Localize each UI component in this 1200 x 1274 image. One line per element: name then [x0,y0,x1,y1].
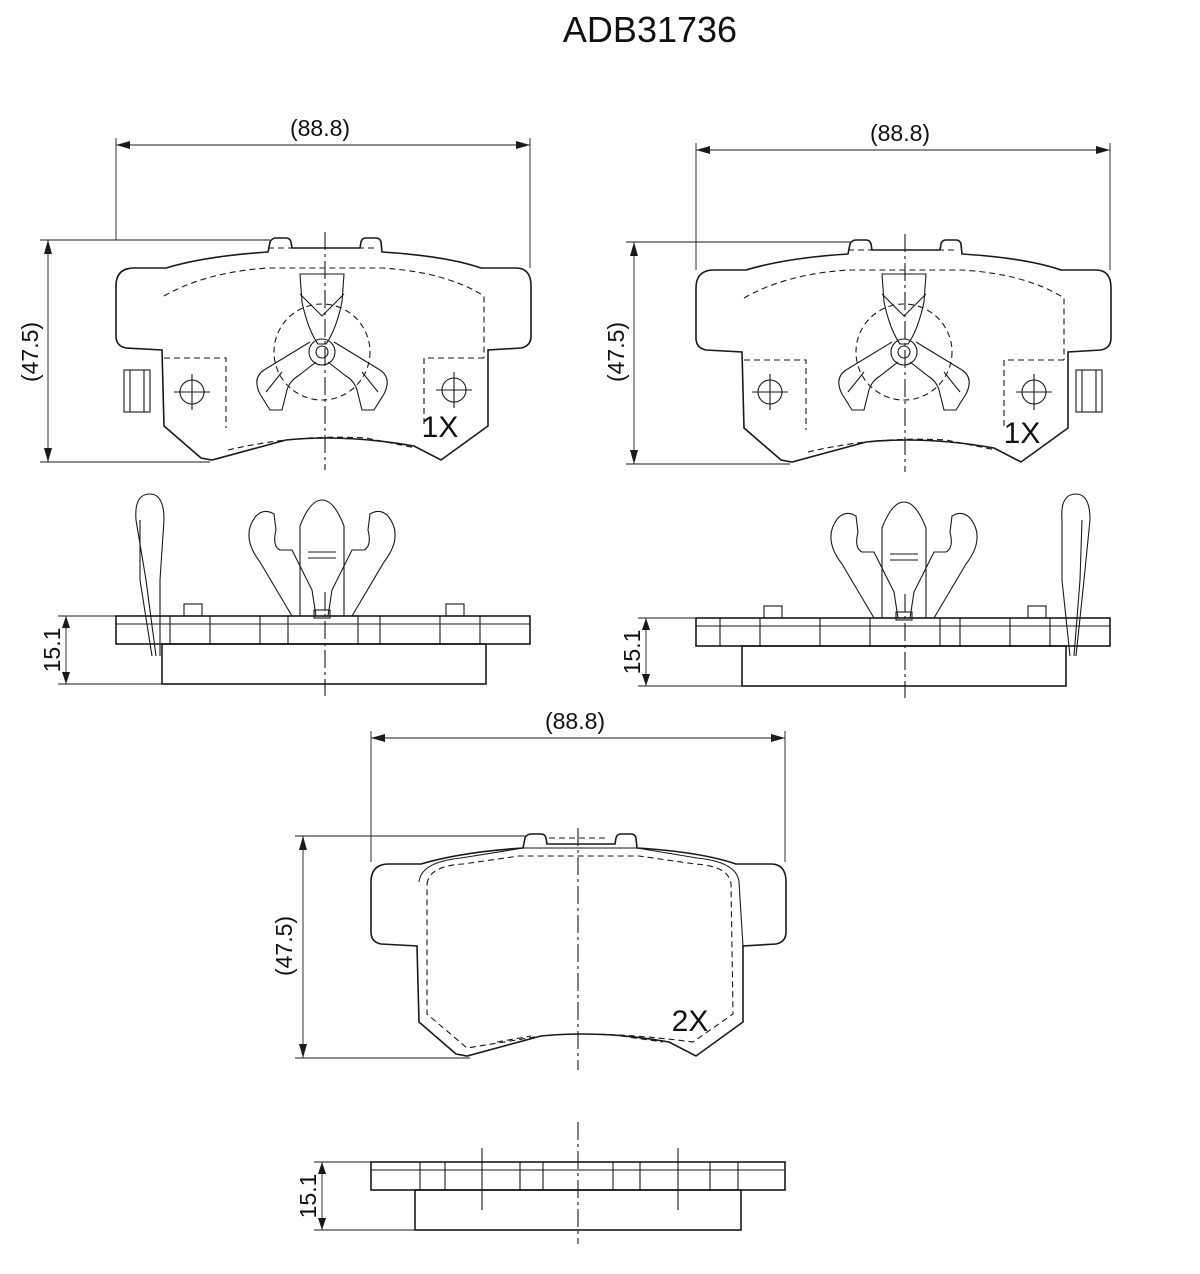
part-number-title: ADB31736 [563,9,737,50]
thickness-label: 15.1 [619,630,645,675]
width-label: (88.8) [870,120,930,146]
height-dimension: (47.5) [603,241,852,465]
thickness-dimension: 15.1 [39,615,162,685]
pad-bottom-side-view: 15.1 [295,1122,786,1244]
pad-right-top-view: (88.8) (47.5) 1X [603,120,1112,472]
thickness-dimension: 15.1 [619,617,742,687]
quantity-label: 1X [1004,417,1041,450]
height-dimension: (47.5) [17,239,270,463]
height-label: (47.5) [271,916,297,976]
height-label: (47.5) [17,322,43,382]
thickness-label: 15.1 [39,628,65,673]
width-dimension: (88.8) [695,120,1111,270]
height-dimension: (47.5) [271,835,526,1059]
width-dimension: (88.8) [370,708,786,862]
width-label: (88.8) [545,708,605,734]
quantity-label: 2X [672,1005,709,1038]
pad-right-side-view: 15.1 [619,493,1111,698]
pad-left-top-view: (88.8) (47.5) 1X [17,115,532,470]
quantity-label: 1X [422,411,459,444]
thickness-label: 15.1 [295,1174,321,1219]
height-label: (47.5) [603,322,629,382]
pad-bottom-top-view: (88.8) (47.5) 2X [271,708,787,1070]
width-label: (88.8) [290,115,350,141]
thickness-dimension: 15.1 [295,1161,415,1231]
width-dimension: (88.8) [115,115,531,268]
pad-left-side-view: 15.1 [39,493,531,696]
